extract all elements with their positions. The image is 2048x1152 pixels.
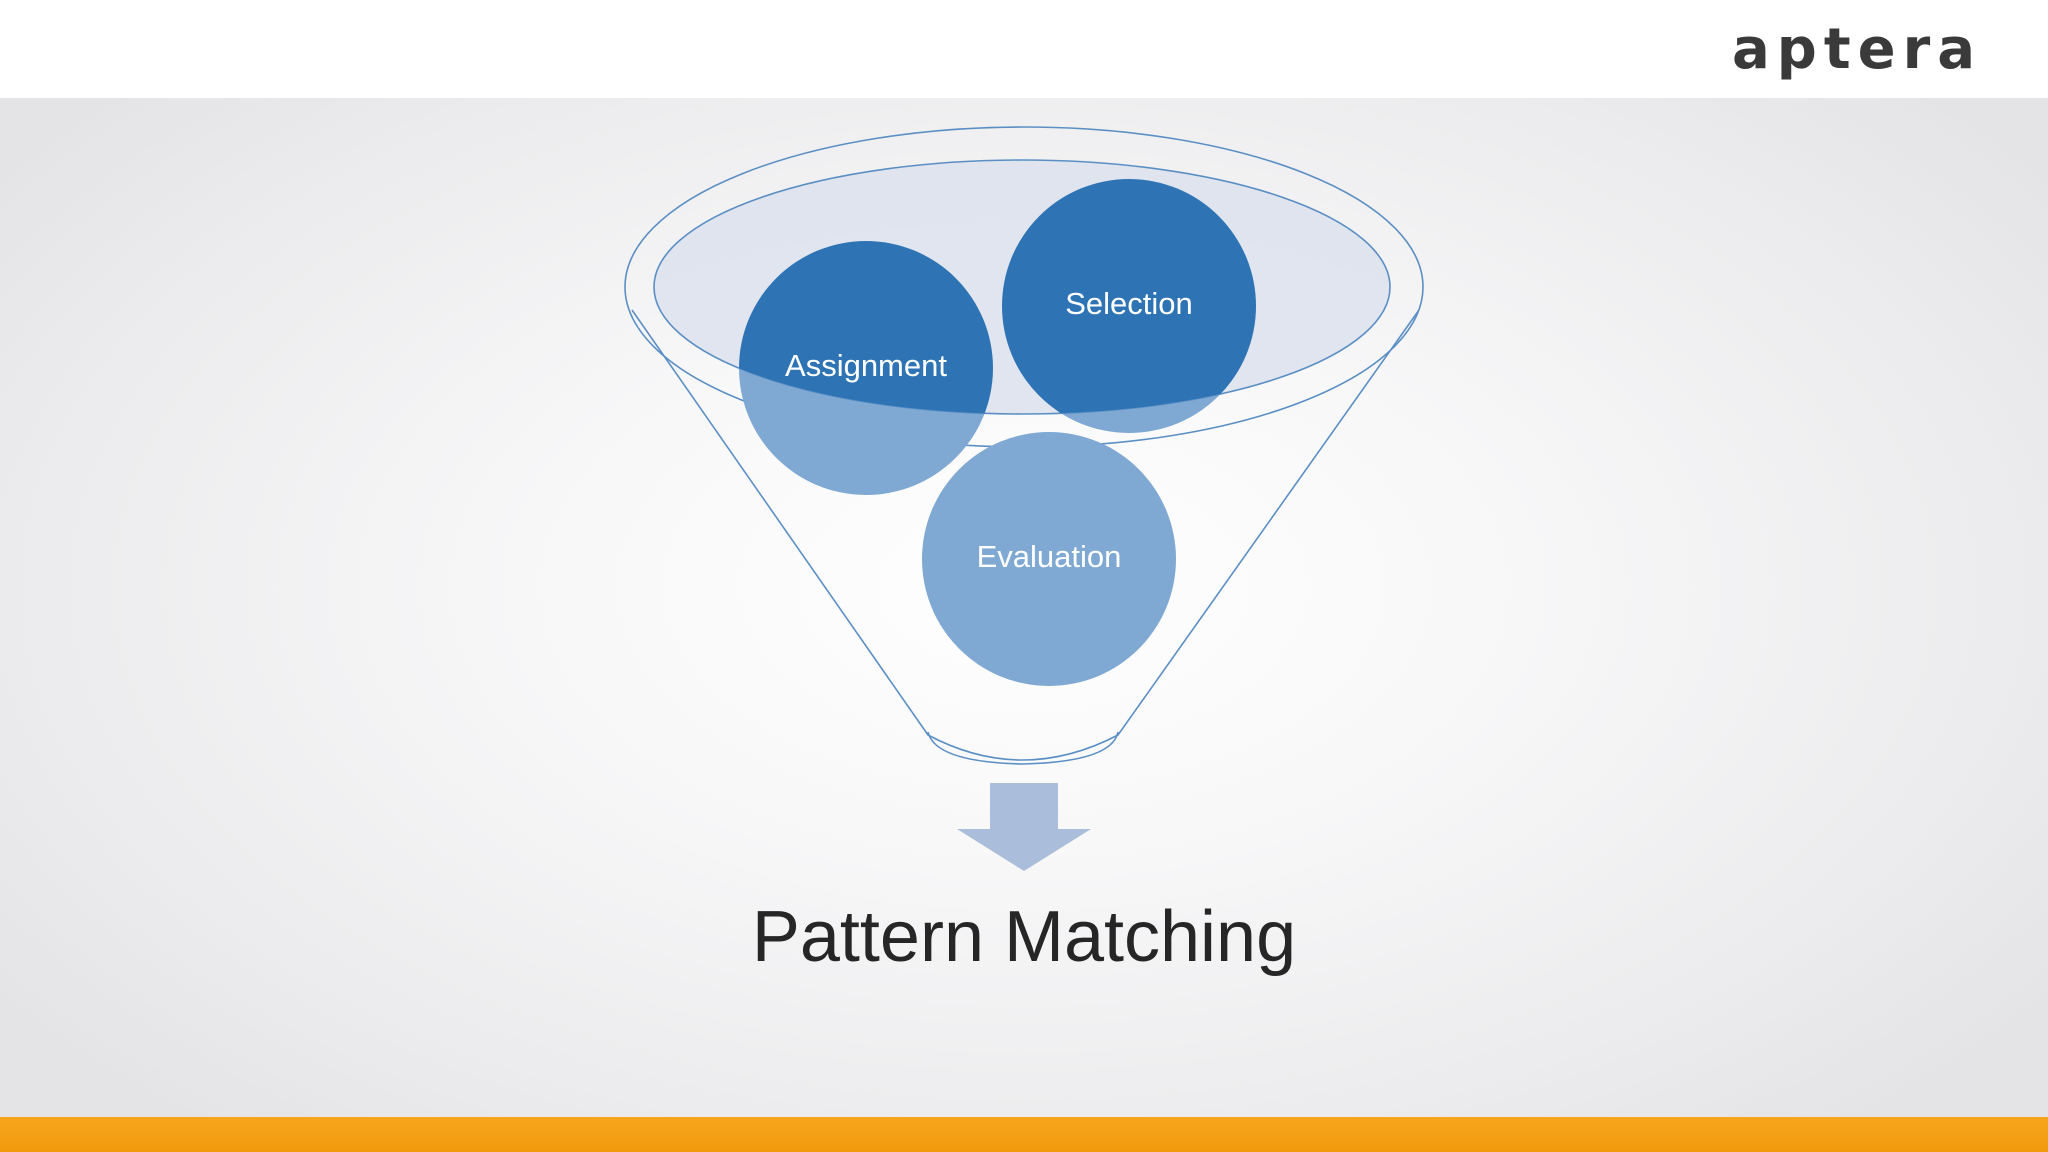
funnel-body bbox=[631, 309, 1420, 761]
rim-overlap bbox=[739, 179, 1256, 414]
selection-circle-overlap bbox=[1002, 179, 1256, 414]
down-arrow-icon bbox=[957, 783, 1091, 871]
output-label: Pattern Matching bbox=[751, 897, 1297, 977]
assignment-circle-overlap bbox=[739, 241, 993, 414]
evaluation-label: Evaluation bbox=[977, 539, 1122, 574]
header-bar: aptera bbox=[0, 0, 2048, 98]
assignment-label: Assignment bbox=[785, 348, 947, 383]
aptera-logo: aptera bbox=[1731, 17, 1982, 82]
funnel-spout bbox=[927, 731, 1119, 765]
selection-label: Selection bbox=[1065, 286, 1193, 321]
evaluation-circle bbox=[922, 432, 1176, 686]
footer-accent-bar bbox=[0, 1117, 2048, 1152]
